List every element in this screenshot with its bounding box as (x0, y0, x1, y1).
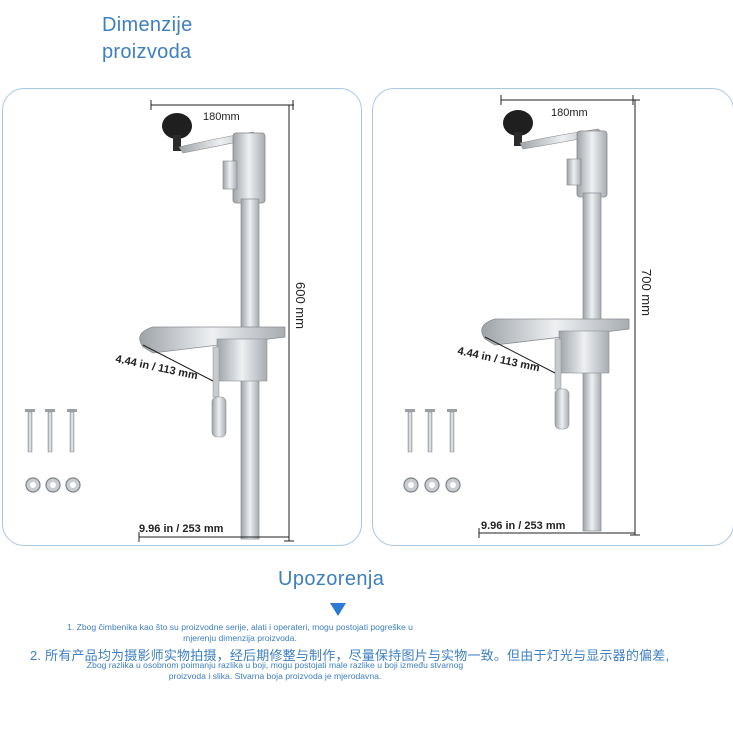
opener-head (576, 130, 608, 198)
can-opener-600-illustration: 180mm 600 mm 4.44 in / 113 mm (25, 100, 308, 542)
crank-knob (162, 113, 192, 139)
mounting-nuts (25, 477, 81, 493)
note-1: 1. Zbog čimbenika kao što su proizvodne … (40, 622, 440, 644)
note-2-line1: Zbog razlika u osobnom poimanju razlika … (86, 660, 464, 670)
platform-depth-label: 4.44 in / 113 mm (456, 345, 541, 374)
clamp-handle (554, 388, 570, 430)
mounting-screws (405, 409, 457, 453)
mounting-screws (25, 409, 77, 453)
base-platform (481, 318, 630, 346)
can-opener-700-illustration: 180mm 700 mm 4.44 in / 113 mm (403, 95, 654, 538)
note-2: Zbog razlika u osobnom poimanju razlika … (70, 660, 480, 682)
mounting-nuts (403, 477, 461, 493)
note-1-line1: 1. Zbog čimbenika kao što su proizvodne … (67, 622, 413, 632)
base-platform (139, 326, 286, 354)
note-1-line2: mjerenju dimenzija proizvoda. (183, 633, 297, 643)
note-2-line2: proizvoda i slika. Stvarna boja proizvod… (168, 671, 382, 681)
note-2-chinese: 2. 所有产品均为摄影师实物拍摄，经后期修整与制作，尽量保持图片与实物一致。但由… (30, 648, 670, 663)
dimensions-title: Dimenzije proizvoda (102, 12, 302, 66)
clamp-handle (211, 396, 227, 438)
top-width-label: 180mm (203, 111, 240, 123)
product-panel-600: 180mm 600 mm 4.44 in / 113 mm (2, 88, 362, 546)
dimensions-title-line1: Dimenzije (102, 14, 193, 36)
base-width-label: 9.96 in / 253 mm (481, 520, 566, 532)
height-label: 700 mm (639, 269, 654, 316)
opener-head (232, 132, 266, 204)
top-width-label: 180mm (551, 107, 588, 119)
base-width-label: 9.96 in / 253 mm (139, 523, 224, 535)
product-panel-700: 180mm 700 mm 4.44 in / 113 mm (372, 88, 733, 546)
dimensions-title-line2: proizvoda (102, 41, 192, 63)
platform-depth-label: 4.44 in / 113 mm (114, 353, 199, 382)
height-label: 600 mm (293, 282, 308, 329)
arrow-down-icon (330, 603, 346, 616)
warnings-title: Upozorenja (278, 568, 385, 590)
crank-knob (503, 110, 533, 136)
